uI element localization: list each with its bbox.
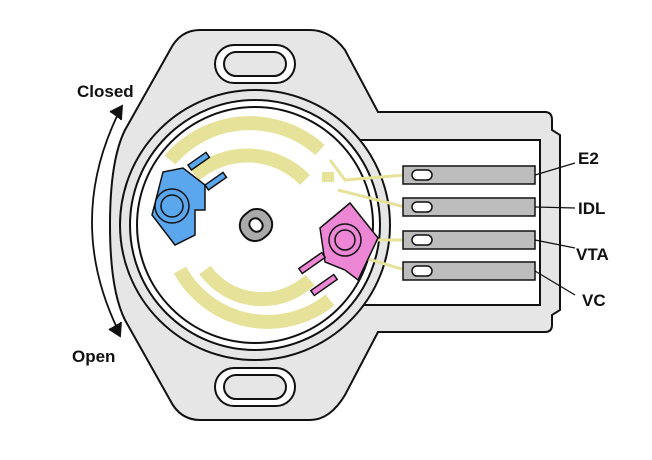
resistor-tracks xyxy=(164,116,406,329)
closed-label: Closed xyxy=(77,82,134,101)
idl-contact-slider xyxy=(151,151,228,246)
rotation-arrow-icon xyxy=(91,104,124,338)
terminal-label-vta: VTA xyxy=(576,245,609,264)
terminal-pins xyxy=(402,162,576,296)
terminal-label-e2: E2 xyxy=(578,149,599,168)
open-label: Open xyxy=(72,347,115,366)
terminal-label-vc: VC xyxy=(582,291,606,310)
rotor-shaft xyxy=(238,207,274,243)
vta-contact-slider xyxy=(297,201,379,297)
terminal-label-idl: IDL xyxy=(578,199,605,218)
